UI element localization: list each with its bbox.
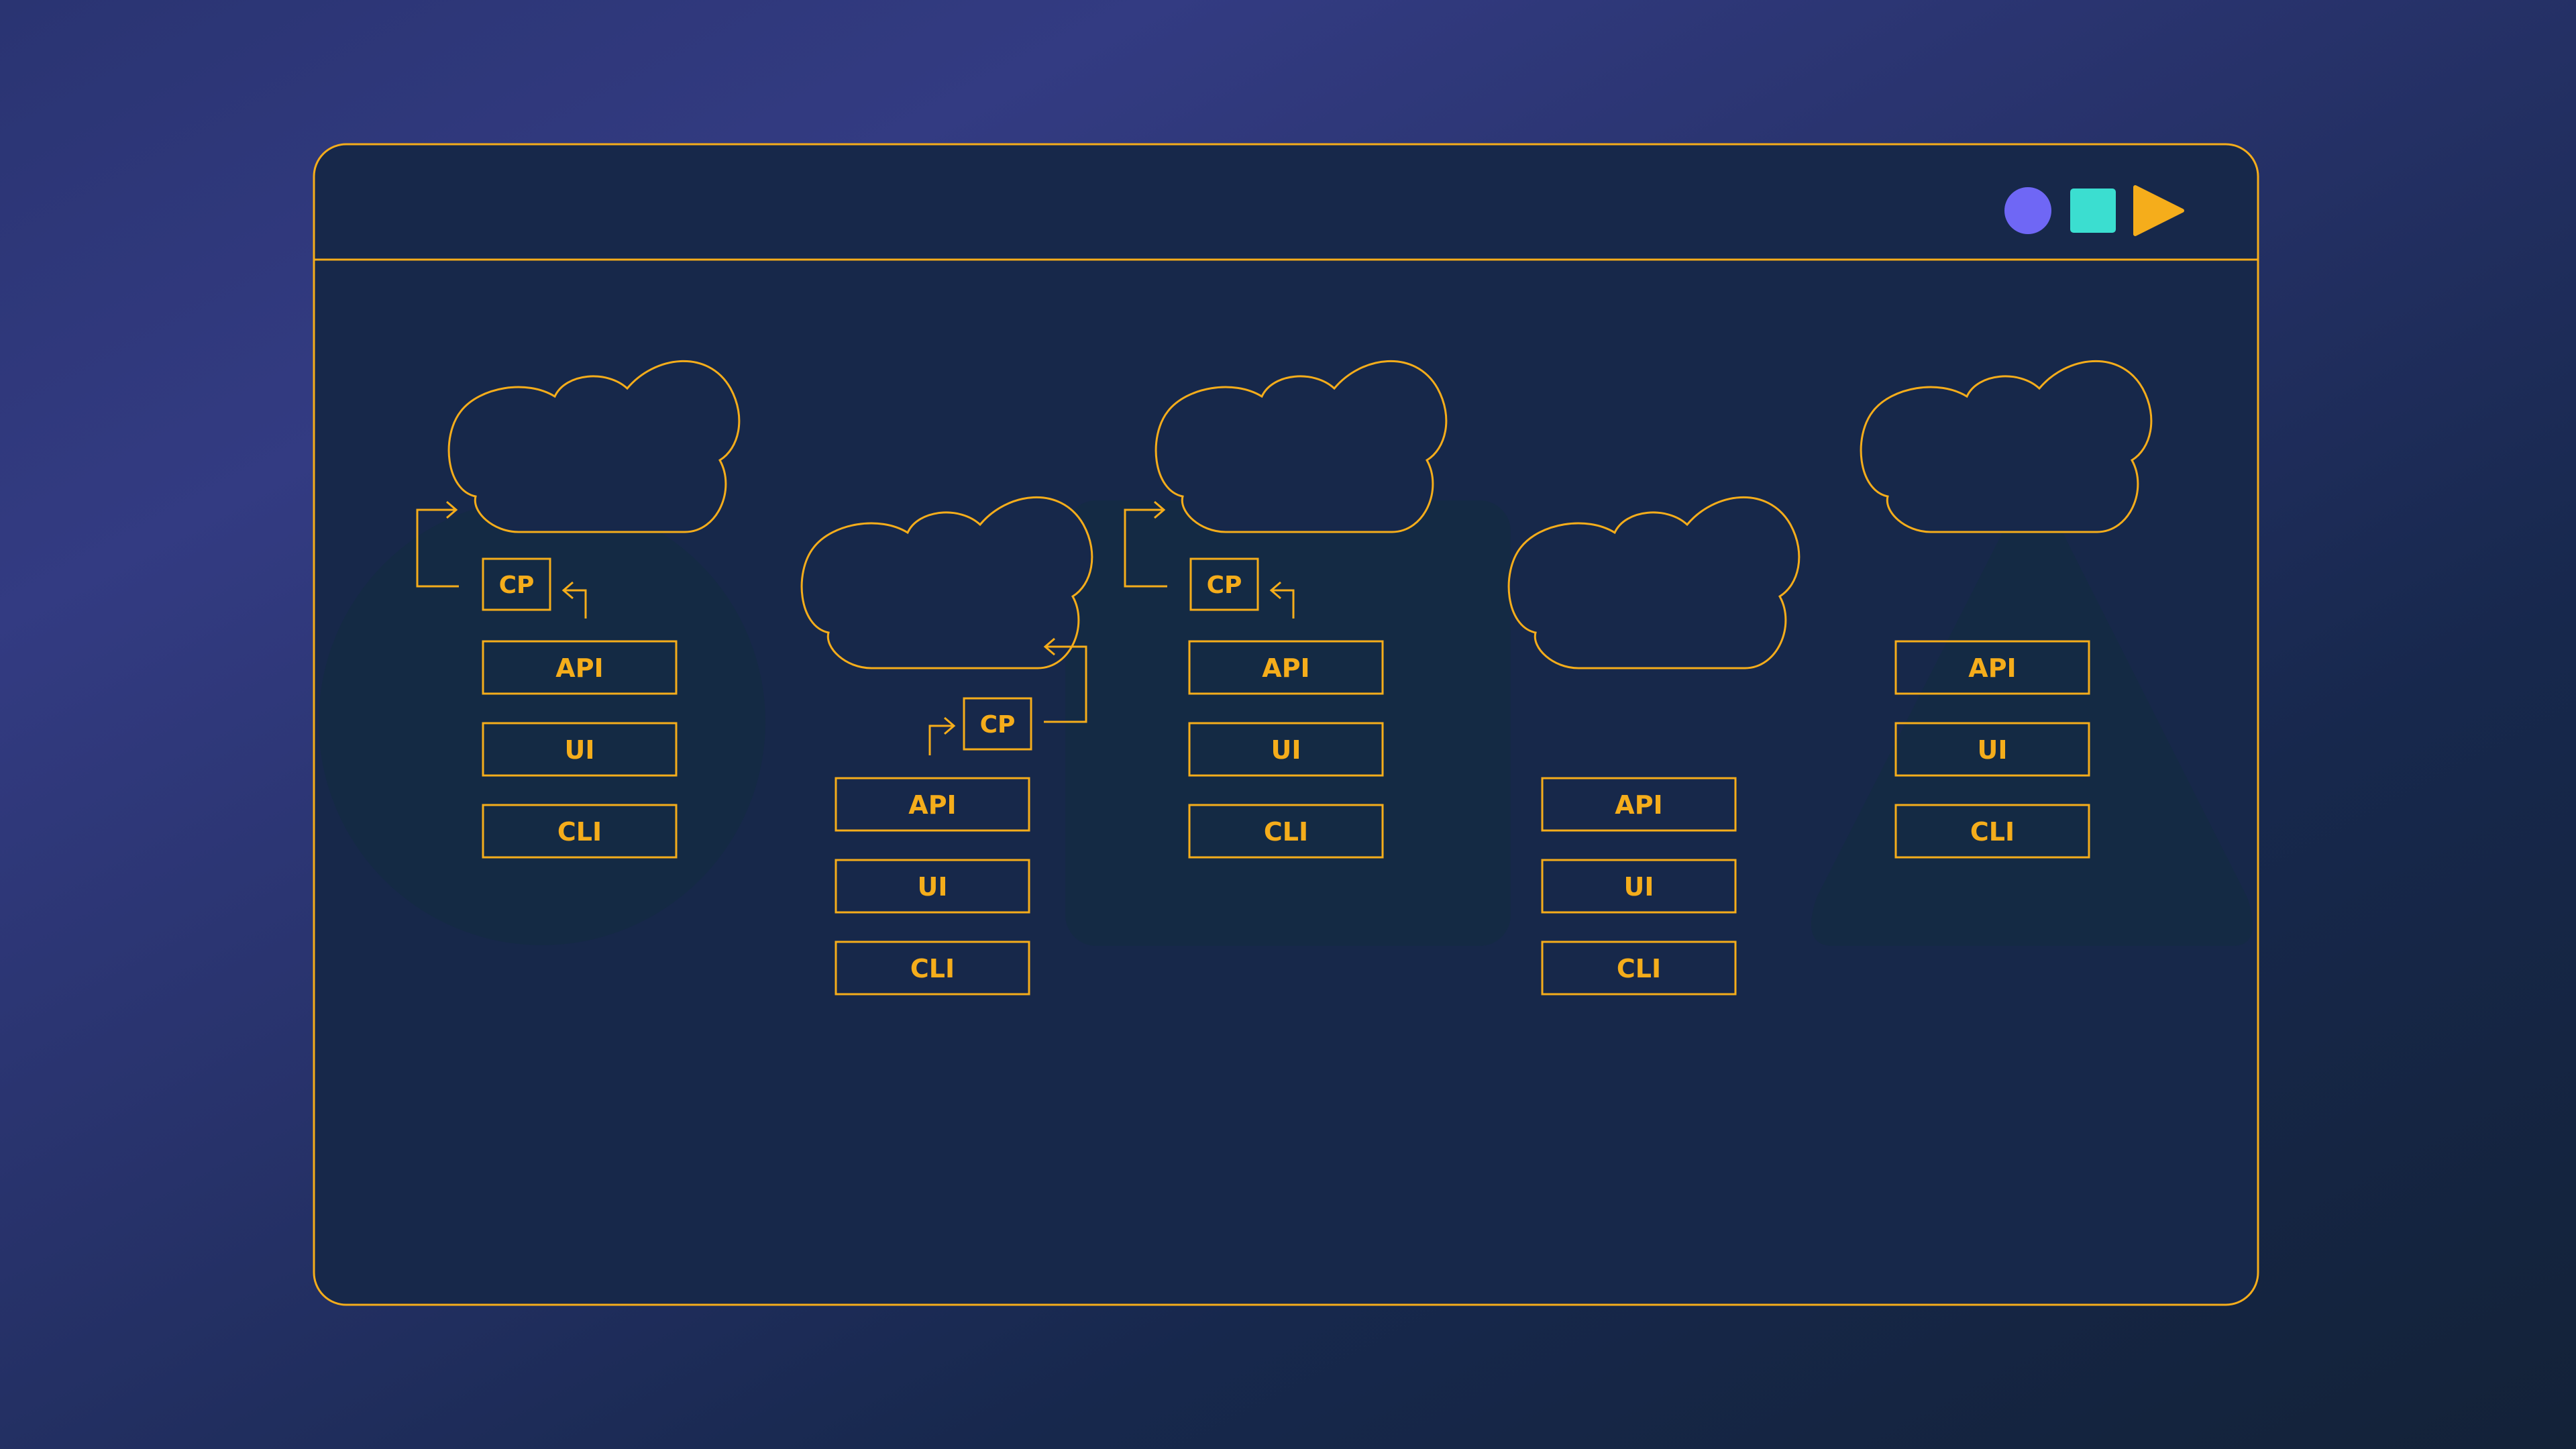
cp-box bbox=[482, 557, 551, 611]
cli-box bbox=[482, 804, 678, 859]
cli-box bbox=[1188, 804, 1384, 859]
ui-label: UI bbox=[1978, 735, 2008, 765]
ui-label: UI bbox=[1624, 872, 1654, 902]
connector-arrow bbox=[1269, 581, 1295, 619]
connector-arrow bbox=[1124, 500, 1167, 588]
cp-label: CP bbox=[980, 711, 1016, 739]
api-box bbox=[1541, 777, 1737, 832]
api-box bbox=[835, 777, 1030, 832]
cli-box bbox=[1894, 804, 2090, 859]
cli-label: CLI bbox=[1970, 817, 2015, 847]
cli-box bbox=[835, 941, 1030, 996]
connector-arrow bbox=[416, 500, 459, 588]
connector-arrow bbox=[1043, 637, 1087, 723]
api-box bbox=[1894, 640, 2090, 695]
ui-box bbox=[1188, 722, 1384, 777]
ui-box bbox=[482, 722, 678, 777]
api-label: API bbox=[1262, 653, 1309, 683]
cp-box bbox=[963, 697, 1032, 751]
cli-label: CLI bbox=[910, 954, 955, 983]
cp-label: CP bbox=[499, 572, 535, 599]
cli-label: CLI bbox=[557, 817, 602, 847]
ui-box bbox=[1894, 722, 2090, 777]
cli-label: CLI bbox=[1617, 954, 1661, 983]
ui-label: UI bbox=[1271, 735, 1301, 765]
square-button-icon[interactable] bbox=[2070, 189, 2116, 233]
cp-box bbox=[1189, 557, 1259, 611]
ui-label: UI bbox=[565, 735, 595, 765]
ui-box bbox=[835, 859, 1030, 914]
api-label: API bbox=[1615, 790, 1662, 820]
cli-label: CLI bbox=[1264, 817, 1308, 847]
triangle-background-shape bbox=[1811, 490, 2253, 946]
cp-label: CP bbox=[1207, 572, 1242, 599]
ui-box bbox=[1541, 859, 1737, 914]
play-button-icon[interactable] bbox=[2133, 185, 2184, 236]
ui-label: UI bbox=[918, 872, 948, 902]
api-label: API bbox=[908, 790, 956, 820]
cli-box bbox=[1541, 941, 1737, 996]
api-box bbox=[1188, 640, 1384, 695]
circle-background-shape bbox=[319, 498, 765, 945]
connector-arrow bbox=[561, 581, 587, 619]
api-box bbox=[482, 640, 678, 695]
api-label: API bbox=[555, 653, 603, 683]
connector-arrow bbox=[928, 716, 956, 755]
circle-button-icon[interactable] bbox=[2004, 187, 2051, 234]
api-label: API bbox=[1968, 653, 2016, 683]
